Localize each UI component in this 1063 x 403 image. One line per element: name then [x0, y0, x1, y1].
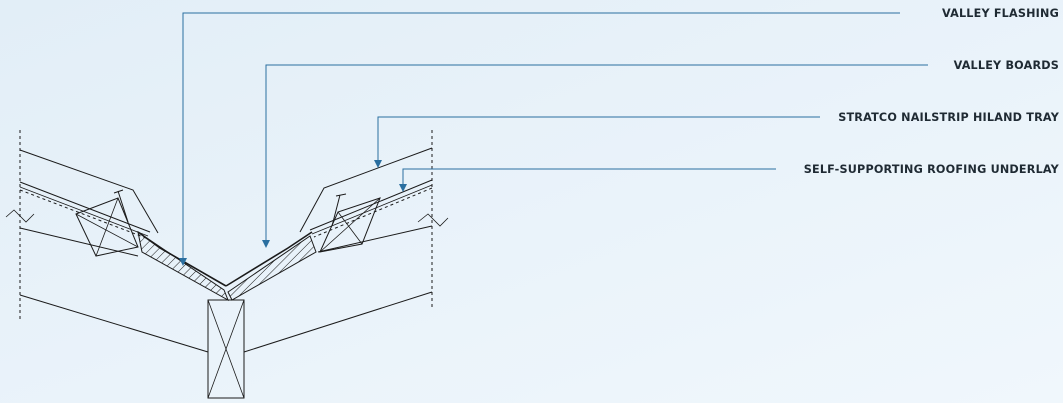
- label-nailstrip-tray: STRATCO NAILSTRIP HILAND TRAY: [838, 111, 1060, 124]
- left-batten-cross: [75, 197, 139, 257]
- arrow-valley-flashing: [179, 258, 187, 266]
- valley-rafter-cross: [207, 299, 245, 399]
- label-roofing-underlay: SELF-SUPPORTING ROOFING UNDERLAY: [804, 163, 1060, 176]
- left-tray-cover: [19, 149, 159, 234]
- valley-rafter-box: [207, 299, 245, 399]
- right-break-symbol: [417, 213, 449, 227]
- right-screw: [331, 193, 347, 227]
- right-rafter-bottom: [243, 291, 433, 353]
- left-underlay-line-2: [19, 186, 149, 237]
- leader-valley-boards: [265, 64, 928, 244]
- arrow-nailstrip-tray: [374, 160, 382, 168]
- arrow-valley-boards: [262, 240, 270, 248]
- left-screw: [113, 189, 129, 223]
- right-underlay-line-2: [311, 184, 433, 235]
- left-rafter-bottom: [19, 294, 209, 353]
- left-valley-flashing: [137, 231, 227, 287]
- left-break-symbol: [5, 209, 35, 223]
- right-valley-flashing: [225, 231, 313, 287]
- right-batten-cross: [319, 197, 381, 253]
- left-rafter-top: [19, 227, 139, 257]
- leader-valley-flashing: [182, 12, 900, 262]
- label-valley-boards: VALLEY BOARDS: [954, 59, 1059, 72]
- right-underlay-line: [309, 179, 433, 231]
- label-valley-flashing: VALLEY FLASHING: [942, 7, 1059, 20]
- valley-rafter: [207, 299, 245, 399]
- right-roof-section: [225, 130, 449, 353]
- left-roof-section: [5, 130, 229, 353]
- leader-roofing-underlay: [402, 168, 776, 187]
- leader-lines: [179, 12, 928, 266]
- left-underlay-dashed: [19, 189, 147, 239]
- right-tray-cover: [299, 147, 433, 233]
- right-rafter-top: [317, 225, 433, 253]
- right-valley-board: [227, 235, 317, 301]
- arrow-roofing-underlay: [399, 184, 407, 192]
- leader-nailstrip-tray: [377, 116, 820, 164]
- callout-labels: VALLEY FLASHING VALLEY BOARDS STRATCO NA…: [804, 7, 1060, 176]
